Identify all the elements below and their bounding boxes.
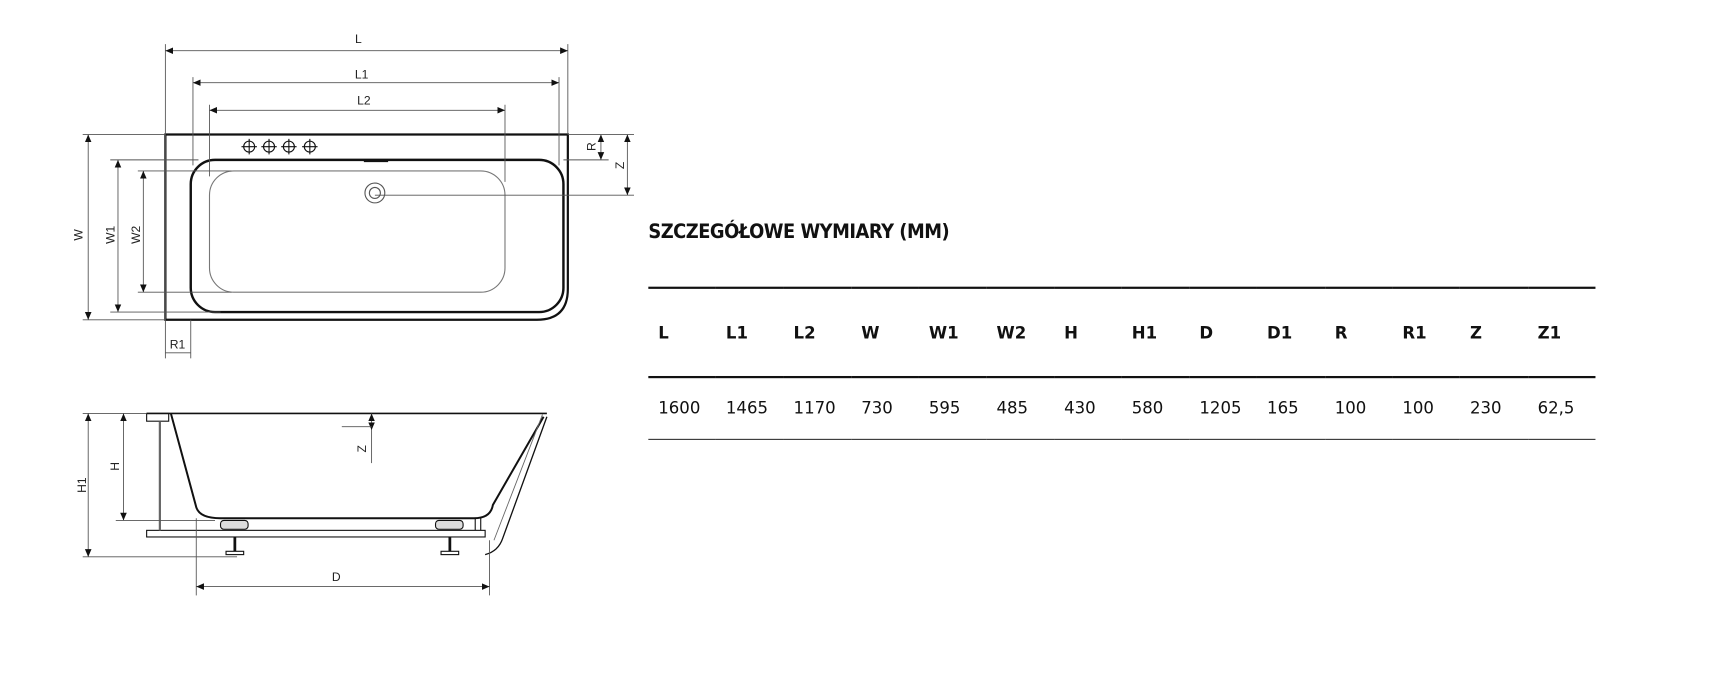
value-cell: 580: [1121, 377, 1190, 440]
header-cell: R: [1324, 286, 1393, 379]
value-cell: 230: [1460, 377, 1528, 440]
label-L1: L1: [355, 67, 369, 81]
tub-outline: [164, 133, 569, 321]
dimensions-table: L L1 L2 W W1 W2 H H1 D D1 R R1 Z Z1 1600…: [648, 286, 1596, 440]
label-R: R: [584, 142, 598, 151]
label-W1: W1: [104, 226, 118, 244]
label-W2: W2: [129, 226, 143, 244]
header-cell: L2: [783, 286, 852, 379]
label-D: D: [332, 570, 341, 584]
side-view: [82, 412, 548, 596]
label-H: H: [108, 462, 122, 471]
top-view: [82, 44, 634, 359]
value-cell: 730: [851, 377, 919, 440]
header-cell: L1: [715, 286, 784, 379]
header-cell: D: [1189, 286, 1258, 379]
basin-outline: [208, 170, 506, 293]
label-Z-side: Z: [355, 444, 369, 452]
header-cell: L: [648, 286, 716, 379]
dimensions-title: SZCZEGÓŁOWE WYMIARY (MM): [648, 220, 950, 244]
header-cell: W2: [986, 286, 1055, 379]
table-header-row: L L1 L2 W W1 W2 H H1 D D1 R R1 Z Z1: [648, 286, 1596, 379]
bathtub-technical-drawing: L L1 L2 W W1 W2 R Z R1 H1 H Z D: [72, 32, 634, 596]
header-cell: W1: [918, 286, 987, 379]
value-cell: 1205: [1189, 377, 1258, 440]
bowl-outline: [189, 158, 565, 314]
value-cell: 62,5: [1527, 377, 1596, 440]
value-cell: 1170: [783, 377, 852, 440]
label-Z: Z: [613, 161, 627, 169]
header-cell: H: [1054, 286, 1122, 379]
header-cell: D1: [1257, 286, 1325, 379]
label-R1: R1: [170, 337, 186, 351]
label-W: W: [72, 229, 86, 241]
value-cell: 485: [986, 377, 1055, 440]
value-cell: 430: [1054, 377, 1122, 440]
header-cell: R1: [1392, 286, 1461, 379]
value-cell: 100: [1324, 377, 1393, 440]
header-cell: Z: [1460, 286, 1528, 379]
value-cell: 595: [918, 377, 987, 440]
value-cell: 1465: [715, 377, 784, 440]
drain-icon: [364, 182, 386, 204]
value-cell: 100: [1392, 377, 1461, 440]
label-H1: H1: [75, 477, 89, 493]
table-row: 1600 1465 1170 730 595 485 430 580 1205 …: [648, 377, 1596, 440]
header-cell: H1: [1121, 286, 1190, 379]
value-cell: 1600: [648, 377, 716, 440]
support-feet: [219, 518, 482, 556]
value-cell: 165: [1257, 377, 1325, 440]
tap-holes-icon: [241, 138, 318, 155]
header-cell: Z1: [1527, 286, 1596, 379]
label-L2: L2: [357, 94, 371, 108]
header-cell: W: [851, 286, 919, 379]
dimension-labels: L L1 L2 W W1 W2 R Z R1 H1 H Z D: [72, 32, 627, 584]
label-L: L: [355, 32, 362, 46]
